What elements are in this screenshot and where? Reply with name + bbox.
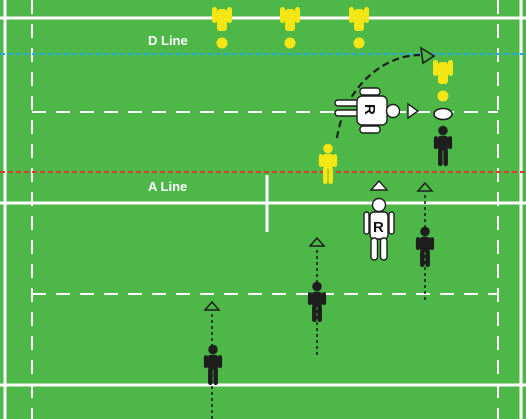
d-line-label: D Line (148, 33, 188, 48)
referee-direction-arrow (369, 179, 389, 191)
defender-icon (280, 7, 300, 49)
ball-icon (433, 107, 453, 121)
defender-icon (212, 7, 232, 49)
run-arrows (203, 181, 434, 419)
a-line-label: A Line (148, 179, 187, 194)
defender-icon (349, 7, 369, 49)
defenders (212, 7, 453, 185)
referee-mark: R (373, 219, 384, 236)
run-arrow-head (203, 300, 221, 311)
pass-arrow (335, 53, 421, 139)
pass-arrow-head (419, 46, 436, 65)
run-arrow-head (308, 236, 326, 247)
defender-icon (433, 60, 453, 102)
referee-icon-lying (334, 87, 420, 134)
run-arrow-head (416, 181, 434, 192)
referee-icon (363, 197, 395, 261)
referee-mark: R (361, 104, 378, 115)
